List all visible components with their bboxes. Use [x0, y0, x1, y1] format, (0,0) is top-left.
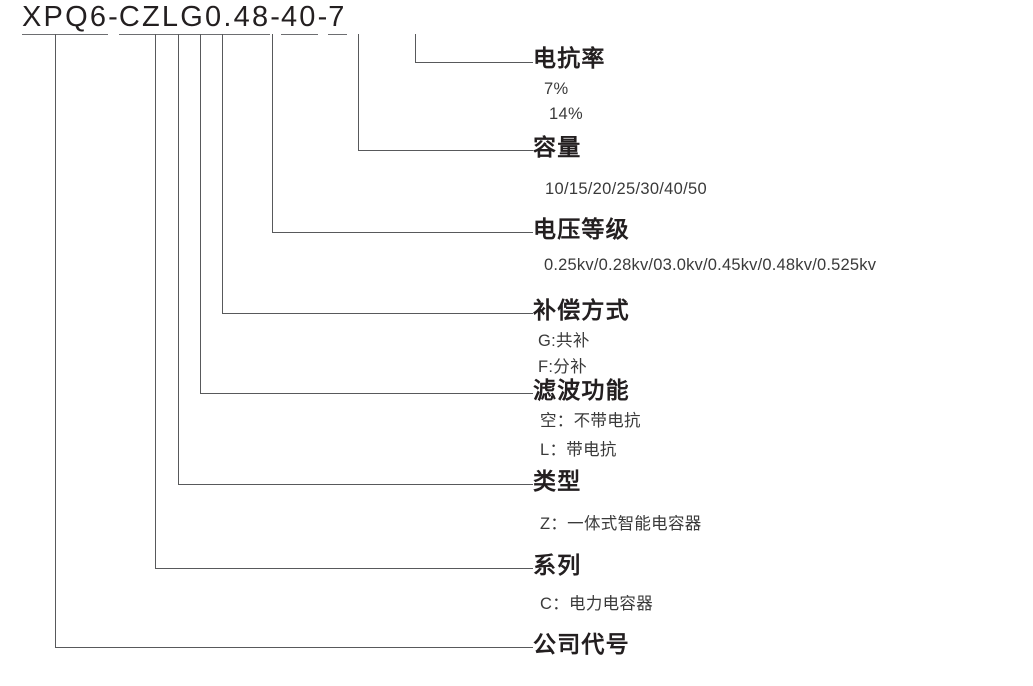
code-segment-voltage: 0.48: [205, 1, 271, 35]
code-separator-3: -: [317, 1, 329, 33]
code-separator-2: -: [270, 1, 281, 33]
code-segment-reactance: 7: [328, 1, 347, 35]
leader-vline-filter-function: [200, 34, 201, 394]
leader-vline-company-code: [55, 34, 56, 648]
heading-capacity: 容量: [533, 134, 582, 160]
heading-filter-function: 滤波功能: [533, 377, 630, 403]
heading-voltage-level: 电压等级: [533, 216, 630, 242]
code-segment-g: G: [180, 1, 206, 35]
code-separator-1: -: [108, 1, 119, 33]
value-filter-function-2: L：带电抗: [540, 441, 617, 459]
value-capacity-1: 10/15/20/25/30/40/50: [545, 180, 707, 198]
leader-hline-capacity: [358, 150, 533, 151]
leader-vline-voltage-level: [272, 34, 273, 233]
code-segment-z: Z: [142, 1, 162, 35]
leader-hline-voltage-level: [272, 232, 533, 233]
leader-hline-series: [155, 568, 533, 569]
label-group-type: 类型: [533, 468, 581, 494]
value-voltage-level-1: 0.25kv/0.28kv/03.0kv/0.45kv/0.48kv/0.525…: [544, 256, 877, 274]
value-reactance-rate-2: 14%: [549, 105, 583, 123]
code-segment-l: L: [161, 1, 181, 35]
heading-compensation-mode: 补偿方式: [533, 297, 630, 323]
heading-reactance-rate: 电抗率: [533, 45, 606, 71]
leader-hline-reactance-rate: [415, 62, 533, 63]
leader-vline-reactance-rate: [415, 34, 416, 63]
model-code: XPQ6 - C Z L G 0.48 - 40 - 7: [22, 2, 347, 36]
leader-hline-filter-function: [200, 393, 533, 394]
leader-hline-company-code: [55, 647, 533, 648]
leader-hline-type: [178, 484, 533, 485]
label-group-company-code: 公司代号: [533, 631, 630, 657]
label-group-reactance-rate: 电抗率: [533, 45, 606, 71]
heading-type: 类型: [533, 468, 582, 494]
leader-hline-compensation-mode: [222, 313, 533, 314]
leader-vline-series: [155, 34, 156, 569]
leader-vline-compensation-mode: [222, 34, 223, 314]
heading-series: 系列: [533, 552, 582, 578]
value-reactance-rate-1: 7%: [544, 80, 569, 98]
label-group-series: 系列: [533, 552, 581, 578]
value-type-1: Z：一体式智能电容器: [540, 515, 702, 533]
value-compensation-mode-1: G:共补: [538, 332, 590, 350]
value-compensation-mode-2: F:分补: [538, 358, 587, 376]
label-group-voltage-level: 电压等级: [533, 216, 630, 242]
label-group-capacity: 容量: [533, 134, 581, 160]
label-group-compensation-mode: 补偿方式: [533, 297, 630, 323]
code-segment-xpq6: XPQ6: [22, 1, 109, 35]
value-series-1: C：电力电容器: [540, 595, 654, 613]
code-segment-c: C: [118, 1, 142, 35]
leader-vline-capacity: [358, 34, 359, 151]
label-group-filter-function: 滤波功能: [533, 377, 630, 403]
code-segment-capacity: 40: [280, 1, 318, 35]
value-filter-function-1: 空：不带电抗: [540, 412, 641, 430]
heading-company-code: 公司代号: [533, 631, 630, 657]
leader-vline-type: [178, 34, 179, 485]
